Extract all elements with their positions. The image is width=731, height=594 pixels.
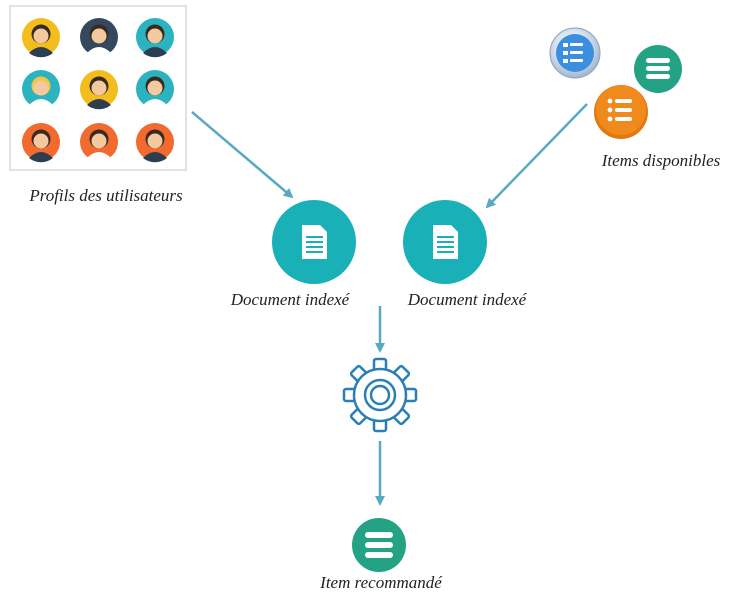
user-profiles-panel [9, 5, 187, 171]
document-label-right: Document indexé [407, 290, 528, 309]
blue-list-icon [549, 27, 601, 79]
recommended-item-icon [352, 518, 406, 572]
avatar-mustache-man-icon [80, 70, 118, 110]
avatar-man-icon [136, 18, 174, 58]
document-icon-left [272, 200, 356, 284]
orange-list-icon [594, 85, 648, 139]
avatar-bearded-man-icon [80, 18, 118, 58]
arrow-items-to-doc [485, 103, 588, 209]
avatar-blonde-woman-icon [22, 70, 60, 110]
avatar-suit-man-icon [136, 70, 174, 110]
avatar-grid [22, 18, 174, 163]
gear-icon [342, 357, 418, 433]
avatar-bearded-man-2-icon [22, 123, 60, 163]
avatar-sunglasses-icon [22, 18, 60, 58]
avatar-girl-pigtails-icon [136, 123, 174, 163]
items-label: Items disponibles [601, 151, 721, 170]
document-label-left: Document indexé [230, 290, 351, 309]
document-icon-right [403, 200, 487, 284]
avatar-woman-icon [80, 123, 118, 163]
recommended-label: Item recommandé [319, 573, 443, 592]
arrow-profiles-to-doc [191, 111, 294, 199]
profiles-label: Profils des utilisateurs [28, 186, 183, 205]
green-list-icon [634, 45, 682, 93]
available-items-cluster [549, 27, 682, 139]
